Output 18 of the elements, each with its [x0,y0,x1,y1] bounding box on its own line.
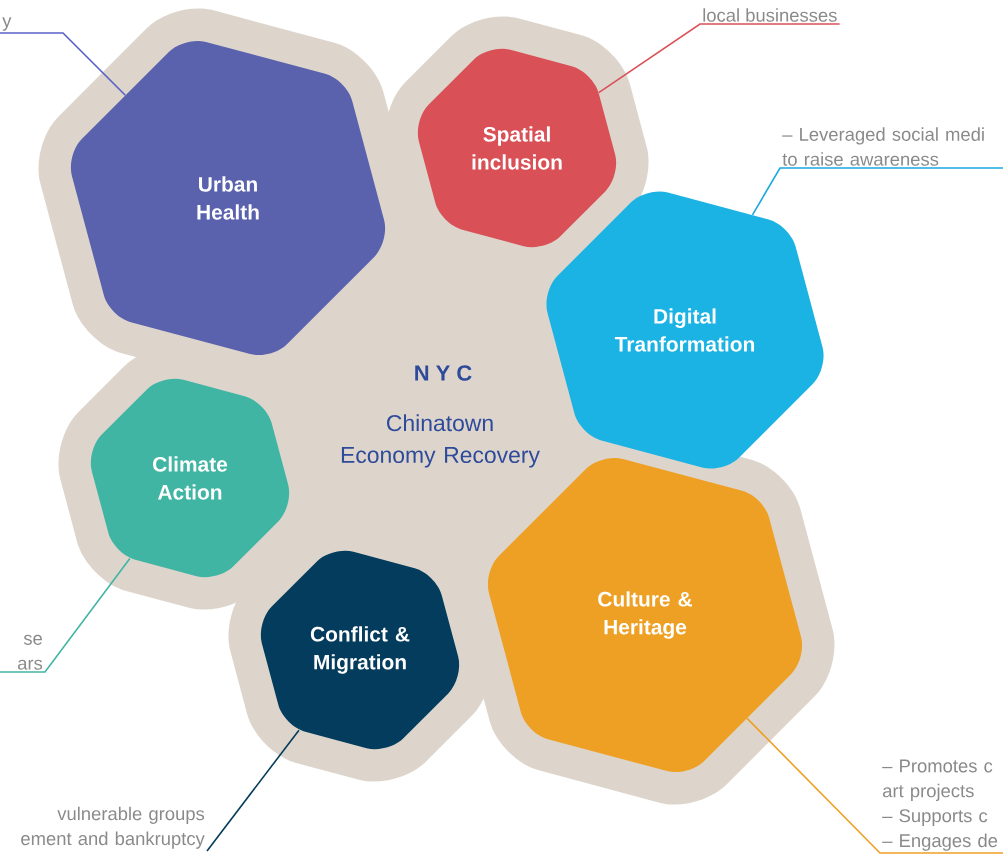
hexagon-tile: Conflict & Migration [260,550,460,750]
callout-text: local businesses [703,8,837,22]
center-title: N Y C [415,365,472,381]
leader-line [206,729,300,852]
callout-text: – Promotes c art projects – Supports c – Engages de [882,759,998,851]
callout-text: – Leveraged social medi to raise awareness [782,127,984,166]
hexagon-tile: Urban Health [70,40,386,356]
callout-text: vulnerable groups ement and bankruptcy [21,806,205,849]
callout-text: se ars [18,634,43,670]
leader-line [0,32,127,97]
hexagon-tile: Digital Tranformation [546,191,824,469]
leader-line [751,167,1003,216]
hexagon-tile: Climate Action [90,378,290,578]
leader-line [0,557,131,673]
leader-line [746,717,1003,854]
hexagon-tile: Spatial inclusion [417,48,617,248]
callout-text: y [2,17,12,31]
leader-line [597,23,841,94]
